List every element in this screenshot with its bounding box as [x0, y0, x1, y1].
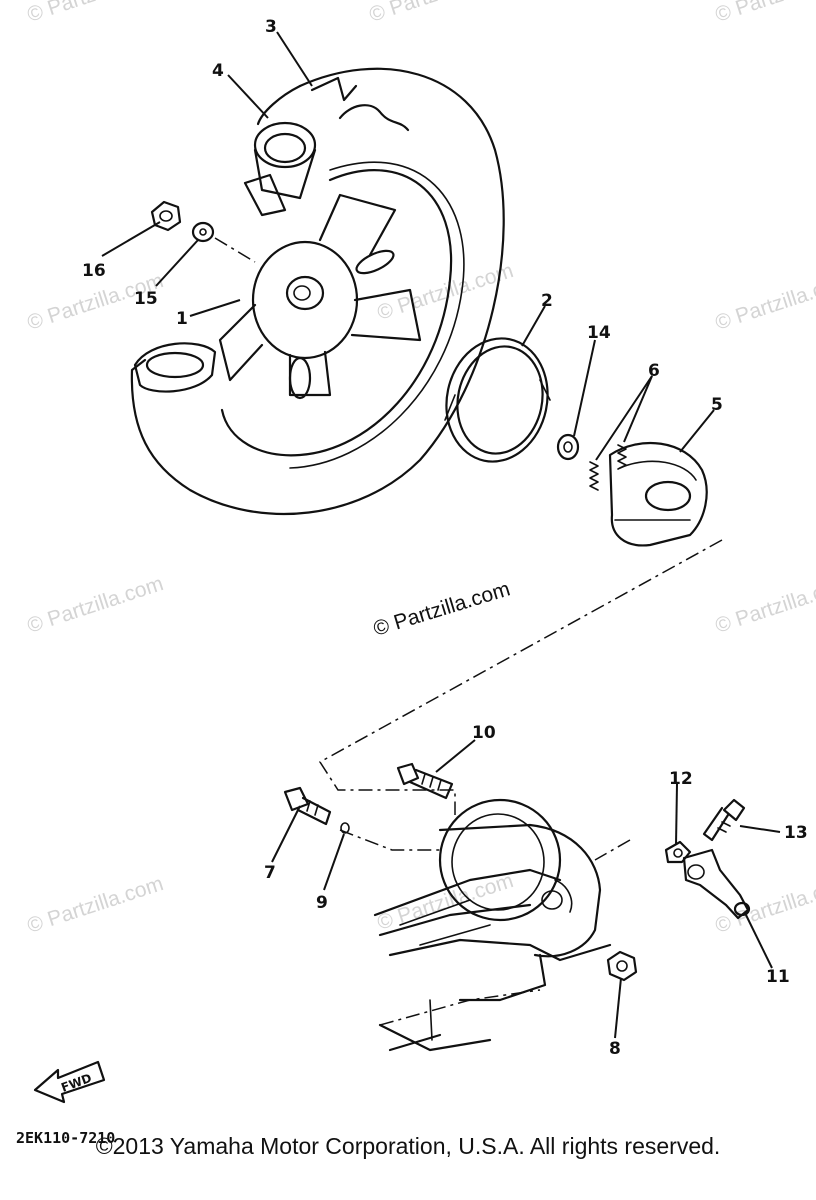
callout-labels: 3 4 16 15 1 2 14 6 5 10 7 9 12 13 11 8 — [82, 17, 808, 1059]
wheel-assembly — [130, 67, 505, 516]
brake-shoe — [608, 441, 708, 547]
watermark: © Partzilla.com — [712, 572, 816, 638]
guide-line — [214, 237, 256, 263]
fwd-arrow: FWD — [33, 1060, 106, 1104]
watermark: © Partzilla.com — [712, 0, 816, 27]
callout-14: 14 — [587, 323, 611, 343]
callout-10: 10 — [472, 723, 496, 743]
callout-13: 13 — [784, 823, 808, 843]
callout-9: 9 — [316, 893, 328, 913]
callout-15: 15 — [134, 289, 158, 309]
guide-line — [318, 539, 723, 815]
watermark: © Partzilla.com — [24, 0, 166, 27]
callout-12: 12 — [669, 769, 693, 789]
watermark: © Partzilla.com — [374, 869, 516, 935]
callout-2: 2 — [541, 291, 553, 311]
callout-7: 7 — [264, 863, 276, 883]
callout-11: 11 — [766, 967, 790, 987]
o-ring-9 — [340, 822, 350, 834]
washer-15 — [191, 221, 215, 243]
watermark: © Partzilla.com — [24, 572, 166, 638]
drawing-code: 2EK110-7210 — [16, 1129, 115, 1147]
brake-drum-ring — [444, 337, 551, 463]
watermark: © Partzilla.com — [712, 269, 816, 335]
callout-16: 16 — [82, 261, 106, 281]
nut-16 — [150, 200, 182, 232]
swingarm-housing — [373, 798, 612, 1052]
brake-cam-10 — [396, 762, 454, 800]
nut-14 — [556, 433, 580, 461]
washer-12 — [664, 840, 692, 864]
watermark-layer: © Partzilla.com © Partzilla.com © Partzi… — [24, 0, 816, 938]
guide-line — [594, 839, 631, 861]
copyright-notice: ©2013 Yamaha Motor Corporation, U.S.A. A… — [95, 1133, 721, 1159]
callout-6: 6 — [648, 361, 660, 381]
watermark-main: © Partzilla.com — [371, 577, 513, 640]
watermark: © Partzilla.com — [712, 872, 816, 938]
guide-line — [339, 829, 440, 851]
callout-3: 3 — [265, 17, 277, 37]
callout-5: 5 — [711, 395, 723, 415]
nut-8 — [606, 950, 638, 982]
callout-8: 8 — [609, 1039, 621, 1059]
callout-1: 1 — [176, 309, 188, 329]
bolt-7 — [283, 786, 332, 826]
watermark: © Partzilla.com — [366, 0, 508, 27]
brake-arm-11 — [682, 848, 751, 920]
bolt-13 — [702, 798, 746, 842]
callout-4: 4 — [212, 61, 224, 81]
leader-lines — [101, 31, 781, 1039]
watermark: © Partzilla.com — [24, 872, 166, 938]
